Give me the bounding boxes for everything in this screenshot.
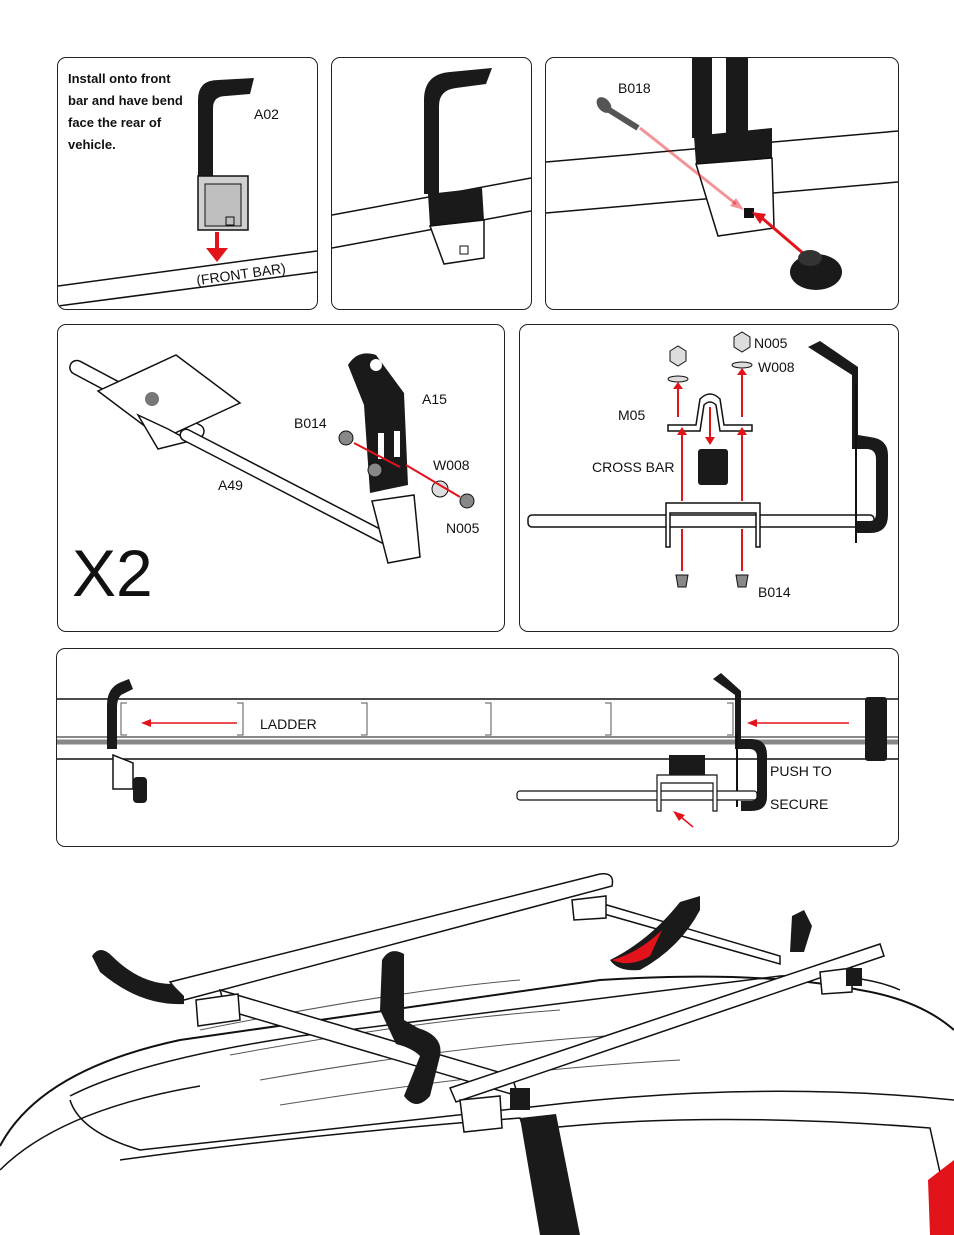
part-label-b014: B014 [758, 584, 791, 600]
car-body [0, 974, 954, 1235]
step5-panel: N005 W008 M05 CROSS BAR B014 [519, 324, 899, 632]
cross-bar-block [698, 449, 728, 485]
part-label-m05: M05 [618, 407, 646, 423]
knob [752, 212, 842, 290]
cross-bar [527, 514, 875, 528]
part-label-a15: A15 [422, 391, 447, 407]
bolt-b018 [596, 97, 640, 131]
plate-m05 [667, 393, 753, 445]
step5-diagram [527, 331, 888, 588]
part-label-n005: N005 [754, 335, 788, 351]
push-label-line2: SECURE [770, 796, 829, 812]
car-roof-illustration [0, 873, 954, 1235]
step6-panel: LADDER PUSH TO SECURE [56, 648, 899, 847]
step1-panel: Install onto front bar and have bend fac… [57, 57, 318, 310]
part-label-n005: N005 [446, 520, 480, 536]
step1-diagram [58, 78, 317, 307]
step2-diagram [332, 68, 531, 265]
step4-panel: A15 B014 W008 N005 A49 X2 [57, 324, 505, 632]
step6-diagram [57, 673, 898, 828]
bracket-body [665, 427, 761, 548]
left-hook [107, 679, 147, 803]
hook-top [692, 58, 775, 237]
part-label-b018: B018 [618, 80, 651, 96]
bolts-b014 [675, 529, 749, 588]
part-label-w008: W008 [758, 359, 795, 375]
part-label-w008: W008 [433, 457, 470, 473]
cross-bar-label: CROSS BAR [592, 459, 675, 475]
bracket-a15 [348, 353, 421, 564]
step3-panel: B018 [545, 57, 899, 310]
clamp-rod [516, 755, 758, 828]
part-label-a49: A49 [218, 477, 243, 493]
instruction-text: Install onto front bar and have bend fac… [68, 71, 183, 152]
part-label-a02: A02 [254, 106, 279, 122]
fasteners [338, 430, 475, 509]
ladder-label: LADDER [260, 716, 317, 732]
clamp-assembly [69, 354, 242, 450]
right-arrow [747, 719, 849, 727]
ladder-hooks [92, 896, 812, 1104]
down-arrow [206, 232, 228, 262]
hook-on-bar [424, 68, 492, 265]
part-label-b014: B014 [294, 415, 327, 431]
nut-washer-left [667, 345, 689, 417]
left-arrow [141, 719, 237, 727]
side-hook [808, 341, 888, 543]
nut-washer-right [731, 331, 753, 417]
rod-a49 [179, 428, 417, 558]
step2-panel [331, 57, 532, 310]
push-label-line1: PUSH TO [770, 763, 832, 779]
ladder [57, 697, 898, 761]
quantity-label: X2 [72, 536, 153, 610]
step4-diagram [69, 353, 475, 564]
roof-rack [168, 873, 885, 1133]
step3-diagram [546, 58, 898, 290]
hook-a02 [197, 78, 254, 231]
